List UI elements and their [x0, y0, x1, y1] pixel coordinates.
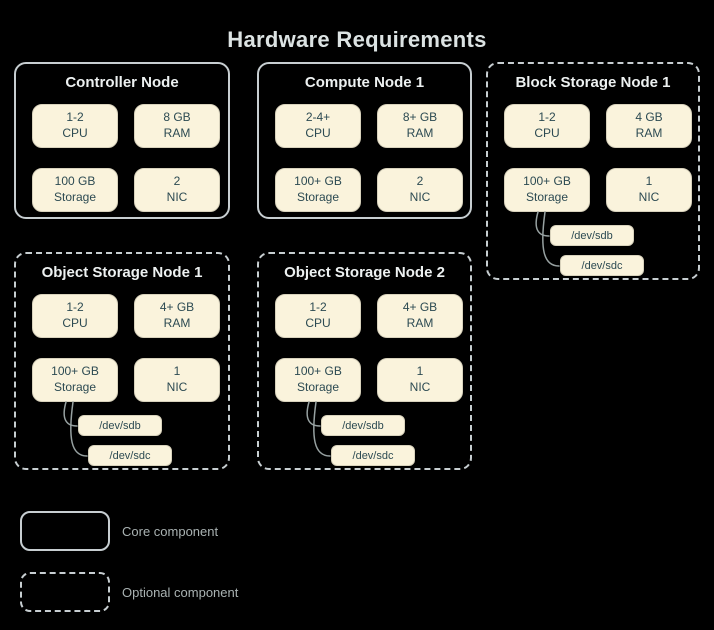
component-value: 1-2: [309, 300, 327, 315]
storage-box: 100+ GB Storage: [504, 168, 590, 212]
component-value: 2-4+: [305, 110, 331, 125]
ram-box: 4+ GB RAM: [134, 294, 220, 338]
device-sdc-box: /dev/sdc: [331, 445, 415, 466]
component-type: NIC: [409, 190, 431, 204]
component-value: 8+ GB: [402, 110, 438, 125]
storage-box: 100+ GB Storage: [32, 358, 118, 402]
component-type: RAM: [163, 316, 191, 330]
component-value: 2: [173, 174, 181, 189]
component-value: 2: [416, 174, 424, 189]
ram-box: 8+ GB RAM: [377, 104, 463, 148]
component-value: 4 GB: [635, 110, 663, 125]
legend-core-sample-box: [20, 511, 110, 551]
node-title: Object Storage Node 1: [41, 264, 203, 281]
nic-box: 2 NIC: [377, 168, 463, 212]
component-type: NIC: [638, 190, 660, 204]
component-value: 1: [416, 364, 424, 379]
component-type: Storage: [53, 190, 97, 204]
diagram-title: Hardware Requirements: [227, 27, 487, 52]
component-type: Storage: [296, 190, 340, 204]
device-sdc-box: /dev/sdc: [560, 255, 644, 276]
ram-box: 8 GB RAM: [134, 104, 220, 148]
component-value: 1-2: [66, 300, 84, 315]
device-sdc-box: /dev/sdc: [88, 445, 172, 466]
component-value: 100+ GB: [523, 174, 571, 189]
component-value: 4+ GB: [159, 300, 195, 315]
component-type: CPU: [62, 126, 88, 140]
device-sdb-box: /dev/sdb: [321, 415, 405, 436]
cpu-box: 1-2 CPU: [32, 294, 118, 338]
node-title: Object Storage Node 2: [284, 264, 445, 281]
component-type: Storage: [525, 190, 569, 204]
storage-box: 100+ GB Storage: [275, 358, 361, 402]
component-type: CPU: [305, 126, 331, 140]
ram-box: 4 GB RAM: [606, 104, 692, 148]
node-compute-1: Compute Node 1 2-4+ CPU 8+ GB RAM 100+ G…: [257, 62, 472, 219]
legend-optional-sample-box: [20, 572, 110, 612]
device-sdb-box: /dev/sdb: [78, 415, 162, 436]
cpu-box: 1-2 CPU: [32, 104, 118, 148]
component-value: 1: [645, 174, 653, 189]
storage-box: 100 GB Storage: [32, 168, 118, 212]
component-value: 100+ GB: [51, 364, 99, 379]
cpu-box: 2-4+ CPU: [275, 104, 361, 148]
node-title: Block Storage Node 1: [515, 74, 671, 91]
nic-box: 2 NIC: [134, 168, 220, 212]
node-block-storage-1: Block Storage Node 1 1-2 CPU 4 GB RAM 10…: [486, 62, 700, 280]
component-type: RAM: [163, 126, 191, 140]
node-controller: Controller Node 1-2 CPU 8 GB RAM 100 GB …: [14, 62, 230, 219]
nic-box: 1 NIC: [134, 358, 220, 402]
component-value: 100+ GB: [294, 364, 342, 379]
component-type: RAM: [635, 126, 663, 140]
component-value: 1-2: [66, 110, 84, 125]
component-type: CPU: [62, 316, 88, 330]
legend-optional-label: Optional component: [122, 585, 239, 600]
component-type: RAM: [406, 126, 434, 140]
storage-box: 100+ GB Storage: [275, 168, 361, 212]
component-value: 100+ GB: [294, 174, 342, 189]
legend-core-label: Core component: [122, 524, 219, 539]
device-sdb-box: /dev/sdb: [550, 225, 634, 246]
component-type: CPU: [305, 316, 331, 330]
component-type: NIC: [166, 190, 188, 204]
connector-line-sdb: [306, 401, 321, 427]
node-title: Compute Node 1: [304, 74, 425, 91]
component-value: 4+ GB: [402, 300, 438, 315]
nic-box: 1 NIC: [606, 168, 692, 212]
component-type: Storage: [296, 380, 340, 394]
component-type: Storage: [53, 380, 97, 394]
component-type: RAM: [406, 316, 434, 330]
ram-box: 4+ GB RAM: [377, 294, 463, 338]
nic-box: 1 NIC: [377, 358, 463, 402]
cpu-box: 1-2 CPU: [504, 104, 590, 148]
component-value: 8 GB: [163, 110, 191, 125]
component-type: CPU: [534, 126, 560, 140]
cpu-box: 1-2 CPU: [275, 294, 361, 338]
component-value: 100 GB: [54, 174, 96, 189]
connector-line-sdb: [535, 211, 550, 237]
component-type: NIC: [166, 380, 188, 394]
node-object-storage-1: Object Storage Node 1 1-2 CPU 4+ GB RAM …: [14, 252, 230, 470]
component-value: 1-2: [538, 110, 556, 125]
node-object-storage-2: Object Storage Node 2 1-2 CPU 4+ GB RAM …: [257, 252, 472, 470]
component-type: NIC: [409, 380, 431, 394]
connector-line-sdb: [63, 401, 78, 427]
node-title: Controller Node: [65, 74, 179, 91]
component-value: 1: [173, 364, 181, 379]
